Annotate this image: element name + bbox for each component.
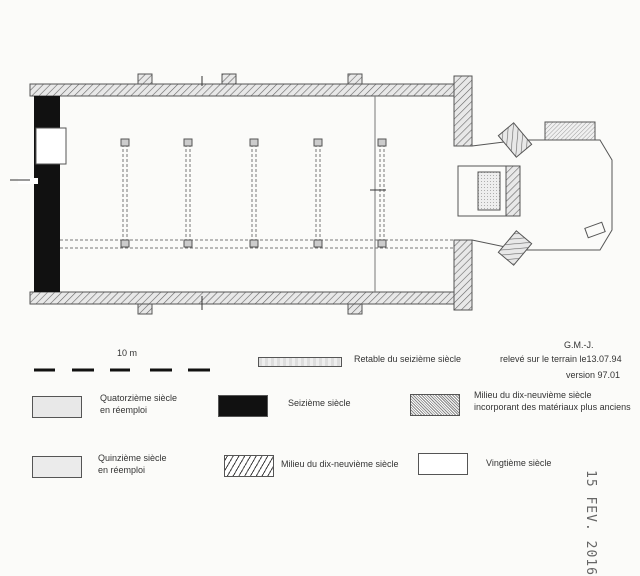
legend-swatch-quatorzieme <box>32 396 82 418</box>
section-arrows <box>10 76 386 310</box>
legend-label-milieu19: Milieu du dix-neuvième siècle <box>281 459 399 469</box>
columns <box>120 138 387 248</box>
survey-date: relevé sur le terrain le13.07.94 <box>500 354 622 364</box>
date-stamp: 15 FEV. 2016 <box>583 470 598 576</box>
arcade-lines <box>60 96 454 292</box>
legend-swatch-milieu19-anciens <box>410 394 460 416</box>
floor-plan <box>10 73 613 372</box>
legend-label-retable: Retable du seizième siècle <box>354 354 462 364</box>
chancel <box>457 121 613 266</box>
author: G.M.-J. <box>564 340 594 350</box>
legend-swatch-vingtieme <box>418 453 468 475</box>
version: version 97.01 <box>566 370 621 380</box>
legend-label-vingtieme: Vingtième siècle <box>486 458 552 468</box>
scale-label: 10 m <box>117 348 138 358</box>
legend-swatch-retable <box>258 357 342 367</box>
west-wall-16th-century <box>18 96 67 292</box>
legend-swatch-quinzieme <box>32 456 82 478</box>
nave-walls <box>29 73 473 315</box>
legend-swatch-milieu19 <box>224 455 274 477</box>
legend-label-seizieme: Seizième siècle <box>288 398 351 408</box>
legend-swatch-seizieme <box>218 395 268 417</box>
